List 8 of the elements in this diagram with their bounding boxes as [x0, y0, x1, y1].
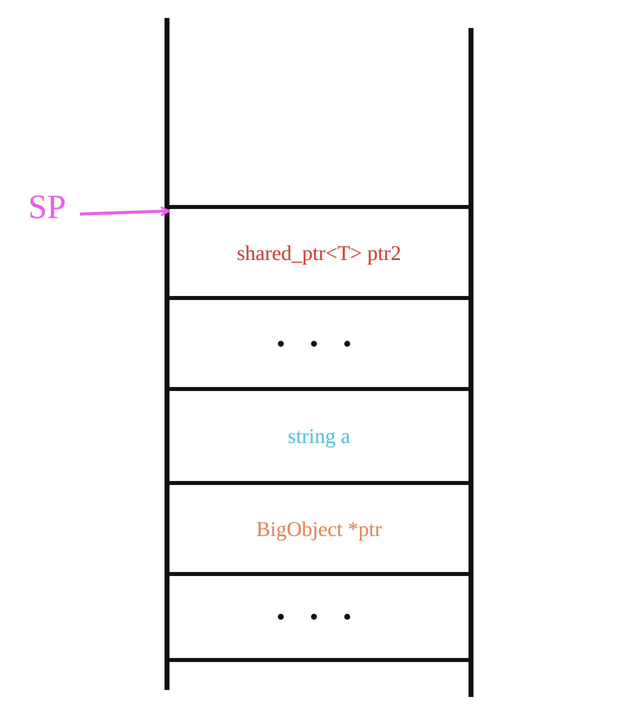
slot-text: string a	[288, 424, 350, 449]
pointer-text: SP	[28, 189, 66, 227]
slot-text: • • •	[276, 604, 362, 630]
slot-text: shared_ptr<T> ptr2	[236, 240, 402, 266]
pointer-arrow	[80, 206, 170, 216]
stack-slot	[169, 572, 469, 662]
slot-text: • • •	[276, 331, 362, 357]
slot-text: BigObject *ptr	[256, 516, 382, 542]
